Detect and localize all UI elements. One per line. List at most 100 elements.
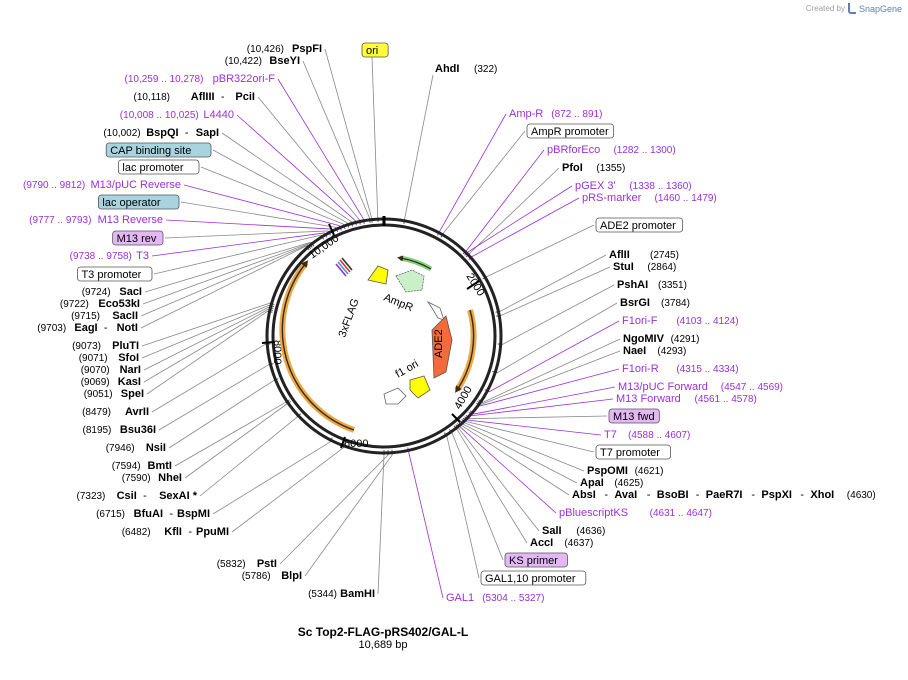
label-pshai: PshAI — [617, 279, 648, 291]
label-bspqi-leader — [221, 132, 352, 222]
label-bmti-position: (7594) — [112, 461, 141, 472]
label-pshai-position: (3351) — [658, 280, 687, 291]
label-xhoi: XhoI — [810, 489, 834, 501]
label-psti: PstI — [257, 558, 277, 570]
label-bfuai-position: (6715) — [96, 509, 125, 520]
label-pbr322ori-f-leader — [277, 78, 364, 220]
label-pgex-3-leader — [467, 185, 573, 253]
label-t7: T7 — [604, 429, 617, 441]
label-prs-marker: pRS-marker — [582, 192, 642, 204]
label-lac-promoter: lac promoter — [122, 162, 183, 174]
tick-mark-6000 — [340, 436, 346, 449]
label-ori: ori — [366, 45, 378, 57]
label-bamhi-leader — [377, 454, 385, 595]
label-eagi: EagI — [74, 322, 97, 334]
label-apai-leader — [463, 424, 578, 484]
label-bseyi: BseYI — [269, 55, 300, 67]
svg-text:-: - — [751, 489, 755, 501]
label-lac-operator-box — [98, 194, 180, 210]
label-gal1-10-promoter-box — [480, 570, 587, 586]
label-ngomiv-leader — [482, 338, 621, 403]
label-t3-promoter-leader — [153, 234, 322, 275]
label-bfuai-leader — [212, 441, 331, 515]
tick-label-8000: 8000 — [271, 340, 283, 364]
label-amp-r: Amp-R — [509, 108, 543, 120]
label-m13-rev: M13 rev — [117, 233, 157, 245]
label-ks-primer-leader — [451, 433, 504, 561]
label-sali: SalI — [542, 525, 562, 537]
label-afliii: AflIII — [191, 91, 215, 103]
label-amp-r-position: (872 .. 891) — [551, 109, 602, 120]
label-lac-operator-leader — [180, 201, 336, 228]
label-sali-position: (4636) — [576, 526, 605, 537]
label-saci-leader — [144, 241, 311, 293]
snapgene-logo-icon — [847, 3, 856, 14]
label-gal1-10-promoter-leader — [446, 436, 480, 579]
label-m13-puc-forward-leader — [473, 386, 616, 415]
f1ori-arrow — [409, 375, 431, 399]
feature-label-f1ori: f1 ori — [394, 358, 421, 381]
label-pbluescriptks: pBluescriptKS — [559, 507, 628, 519]
label-ampr-promoter: AmpR promoter — [531, 126, 609, 138]
credit-brand: SnapGene — [858, 3, 902, 14]
plasmid-length: 10,689 bp — [359, 639, 408, 651]
label-sacii: SacII — [112, 310, 138, 322]
label-acci-position: (4637) — [564, 538, 593, 549]
flag-arrow — [367, 265, 389, 285]
label-pbluescriptks-leader — [460, 426, 557, 514]
svg-text:-: - — [221, 91, 225, 103]
label-ngomiv-position: (4291) — [671, 334, 700, 345]
label-ori-box — [361, 42, 389, 58]
label-aflii-leader — [500, 254, 607, 312]
label-pspfi-leader — [324, 48, 372, 218]
label-csii-leader — [199, 416, 298, 497]
label-sfoi: SfoI — [118, 352, 139, 364]
feature-label-ampr: AmpR — [382, 292, 415, 315]
svg-text:-: - — [696, 489, 700, 501]
label-pspomi: PspOMI — [587, 465, 628, 477]
label-m13-rev-box — [112, 230, 164, 246]
label-stui-position: (2864) — [647, 262, 676, 273]
label-amp-r-leader — [439, 113, 507, 232]
mcs-ticks — [335, 257, 353, 277]
label-acci: AccI — [530, 537, 553, 549]
label-bamhi-position: (5344) — [308, 589, 337, 600]
label-kasi-position: (9069) — [81, 377, 110, 388]
tick-mark-8000 — [261, 341, 275, 344]
label-avai: AvaI — [614, 489, 637, 501]
label-absi-avai-bsobi-paer7i-pspxi-xhoi-leader — [461, 425, 570, 496]
label-apai: ApaI — [580, 477, 604, 489]
label-nhei: NheI — [158, 472, 182, 484]
label-pshai-leader — [502, 284, 615, 345]
backbone-inner — [271, 223, 497, 449]
label-bsrgi-position: (3784) — [661, 298, 690, 309]
label-bamhi: BamHI — [340, 588, 375, 600]
label-bsu36i-position: (8195) — [82, 425, 111, 436]
label-gal1-leader — [408, 452, 444, 599]
label-eagi-leader — [140, 245, 307, 329]
label-pbluescriptks-position: (4631 .. 4647) — [650, 508, 712, 519]
label-m13-fwd-box — [608, 408, 660, 424]
snapgene-credit: Created by SnapGene — [806, 3, 902, 14]
label-t3-position: (9738 .. 9758) — [70, 251, 132, 262]
label-t3: T3 — [136, 250, 149, 262]
label-l4440-leader — [236, 114, 356, 221]
label-avrii: AvrII — [125, 406, 149, 418]
label-m13-puc-reverse-position: (9790 .. 9812) — [23, 180, 85, 191]
tick-label-6000: 6000 — [344, 438, 368, 450]
label-ks-primer: KS primer — [509, 555, 558, 567]
label-lac-promoter-box — [118, 159, 200, 175]
amp-arc — [397, 255, 432, 270]
label-pspomi-position: (4621) — [635, 466, 664, 477]
ampr-shape — [395, 269, 425, 293]
label-blpi: BlpI — [281, 570, 302, 582]
feature-f1ori: f1 ori — [383, 358, 431, 405]
label-csii-2: SexAI * — [159, 490, 198, 502]
label-nsii: NsiI — [146, 442, 166, 454]
svg-text:-: - — [185, 127, 189, 139]
label-t7-promoter-leader — [466, 421, 595, 453]
label-gal1-10-promoter: GAL1,10 promoter — [485, 573, 576, 585]
tick-mark-10000 — [328, 223, 335, 236]
label-m13-puc-forward: M13/pUC Forward — [618, 381, 708, 393]
backbone-outer — [265, 217, 503, 455]
